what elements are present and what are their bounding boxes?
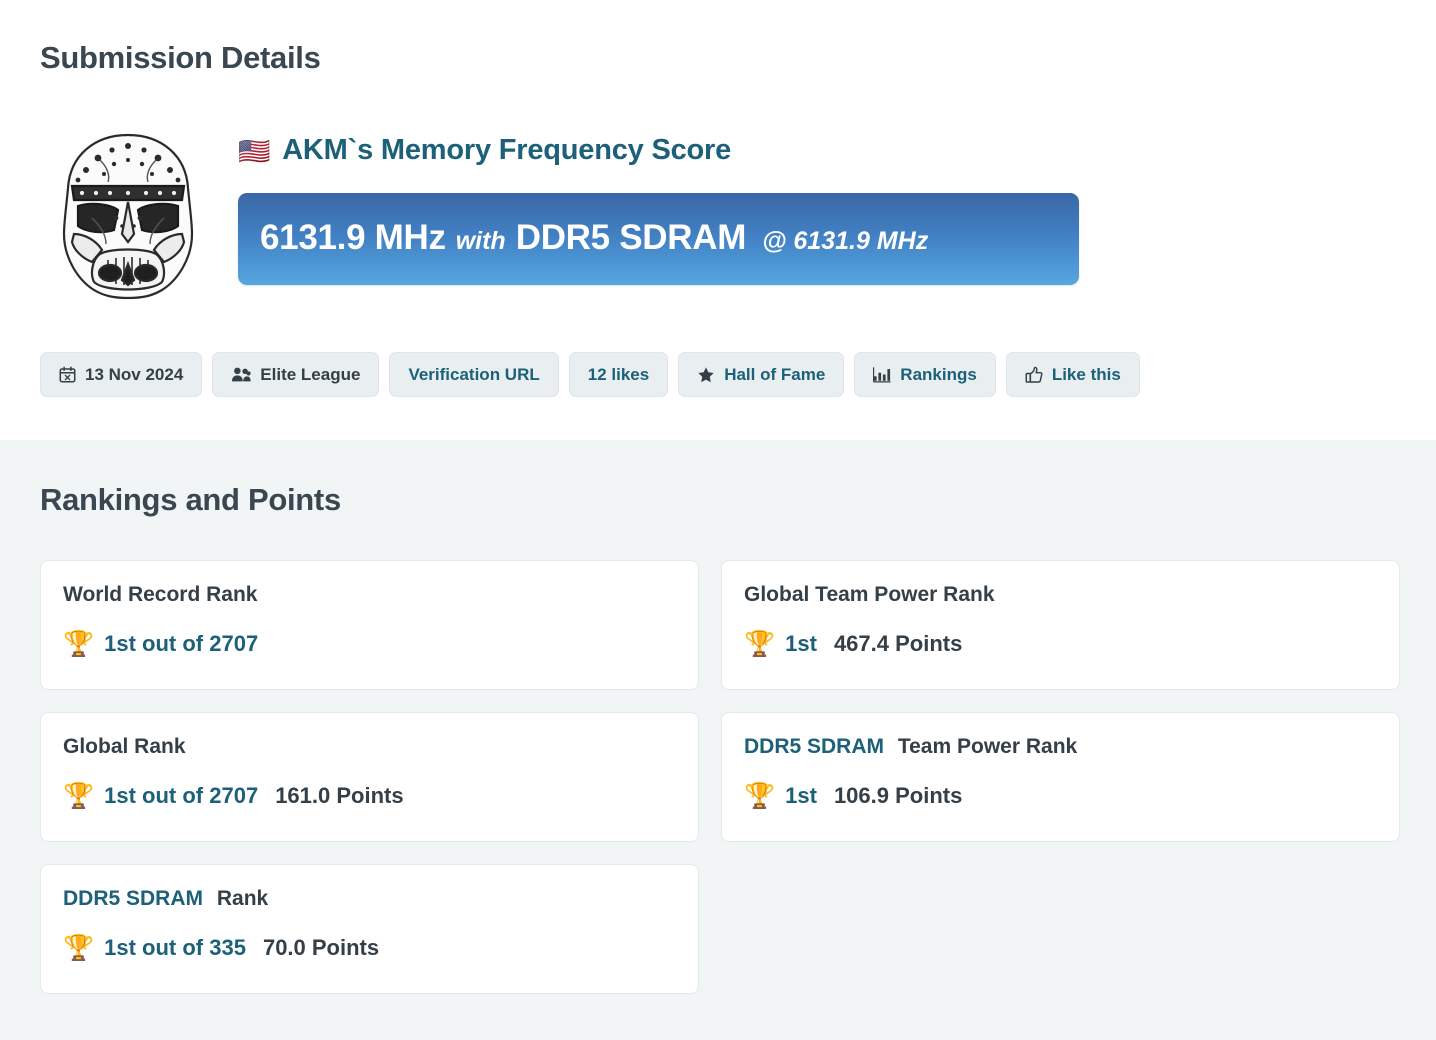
hall-of-fame-button[interactable]: Hall of Fame xyxy=(678,352,845,397)
likes-count-label: 12 likes xyxy=(587,364,650,384)
trophy-icon: 🏆 xyxy=(63,629,95,658)
rankings-and-points-section: Rankings and Points World Record Rank 🏆 … xyxy=(0,440,1436,1040)
rank-card-ddr5-rank: DDR5 SDRAM Rank 🏆 1st out of 335 70.0 Po… xyxy=(40,864,699,994)
score-heading-text[interactable]: AKM`s Memory Frequency Score xyxy=(282,134,732,166)
rank-card-title-text: Global Team Power Rank xyxy=(744,583,995,606)
calendar-times-icon xyxy=(59,366,76,383)
rank-points: 106.9 Points xyxy=(833,783,963,808)
bar-chart-icon xyxy=(873,366,891,383)
trophy-icon: 🏆 xyxy=(63,933,95,962)
rank-place[interactable]: 1st out of 335 xyxy=(104,935,246,960)
rank-card-body: 🏆 1st out of 2707 161.0 Points xyxy=(63,783,676,809)
rank-card-body: 🏆 1st 106.9 Points xyxy=(744,783,1377,809)
league-label: Elite League xyxy=(260,364,361,384)
rankings-button[interactable]: Rankings xyxy=(854,352,996,397)
trophy-icon: 🏆 xyxy=(744,629,776,658)
thumbs-up-icon xyxy=(1025,366,1043,384)
rank-points: 161.0 Points xyxy=(275,783,404,808)
rank-cards-left-column: World Record Rank 🏆 1st out of 2707 Glob… xyxy=(40,560,699,994)
rank-cards-right-column: Global Team Power Rank 🏆 1st 467.4 Point… xyxy=(721,560,1400,842)
trophy-icon: 🏆 xyxy=(63,781,95,810)
rank-card-title-text: Team Power Rank xyxy=(897,735,1078,758)
rank-place[interactable]: 1st xyxy=(785,631,817,656)
hall-of-fame-label: Hall of Fame xyxy=(724,364,826,384)
score-banner-line: 6131.9 MHz with DDR5 SDRAM @ 6131.9 MHz xyxy=(260,218,928,258)
rank-card-world-record: World Record Rank 🏆 1st out of 2707 xyxy=(40,560,699,690)
submission-summary-row: 🇺🇸 AKM`s Memory Frequency Score 6131.9 M… xyxy=(40,124,1396,302)
rank-card-title-text: World Record Rank xyxy=(63,583,258,606)
rank-cards-grid: World Record Rank 🏆 1st out of 2707 Glob… xyxy=(40,560,1400,994)
submission-date-button[interactable]: 13 Nov 2024 xyxy=(40,352,203,397)
rank-place[interactable]: 1st out of 2707 xyxy=(104,783,259,808)
rank-card-category-link[interactable]: DDR5 SDRAM xyxy=(744,735,885,758)
rankings-label: Rankings xyxy=(900,364,977,384)
like-this-button[interactable]: Like this xyxy=(1005,352,1140,397)
rank-card-title-text: Rank xyxy=(216,887,269,910)
submission-meta-row: 13 Nov 2024 Elite League Verification UR… xyxy=(40,352,1396,397)
score-value: 6131.9 MHz xyxy=(260,218,446,257)
rank-card-global-rank: Global Rank 🏆 1st out of 2707 161.0 Poin… xyxy=(40,712,699,842)
rank-card-title: Global Team Power Rank xyxy=(744,583,1377,607)
rank-card-title: DDR5 SDRAM Team Power Rank xyxy=(744,735,1377,759)
rank-points: 467.4 Points xyxy=(833,631,963,656)
rank-card-title: Global Rank xyxy=(63,735,676,759)
rankings-section-title: Rankings and Points xyxy=(40,482,341,517)
stormtrooper-skull-icon xyxy=(62,133,194,300)
rank-card-body: 🏆 1st out of 335 70.0 Points xyxy=(63,935,676,961)
score-block: 🇺🇸 AKM`s Memory Frequency Score 6131.9 M… xyxy=(238,124,1396,285)
trophy-icon: 🏆 xyxy=(744,781,776,810)
users-icon xyxy=(231,366,251,383)
likes-count-button[interactable]: 12 likes xyxy=(568,352,669,397)
score-heading: 🇺🇸 AKM`s Memory Frequency Score xyxy=(238,134,1396,167)
score-hardware: DDR5 SDRAM xyxy=(515,218,747,257)
star-icon xyxy=(697,366,715,384)
verification-url-button[interactable]: Verification URL xyxy=(389,352,559,397)
like-this-label: Like this xyxy=(1051,364,1121,384)
rank-card-body: 🏆 1st out of 2707 xyxy=(63,631,676,657)
rank-card-category-link[interactable]: DDR5 SDRAM xyxy=(63,887,204,910)
rank-card-ddr5-team-power: DDR5 SDRAM Team Power Rank 🏆 1st 106.9 P… xyxy=(721,712,1400,842)
score-banner: 6131.9 MHz with DDR5 SDRAM @ 6131.9 MHz xyxy=(238,193,1079,285)
rank-place[interactable]: 1st out of 2707 xyxy=(104,631,259,656)
verification-url-label: Verification URL xyxy=(408,364,540,384)
page-title: Submission Details xyxy=(40,40,321,75)
rank-card-global-team-power: Global Team Power Rank 🏆 1st 467.4 Point… xyxy=(721,560,1400,690)
score-frequency: @ 6131.9 MHz xyxy=(762,227,929,255)
us-flag-icon: 🇺🇸 xyxy=(238,135,271,166)
rank-place[interactable]: 1st xyxy=(785,783,817,808)
avatar xyxy=(40,124,216,302)
league-button[interactable]: Elite League xyxy=(212,352,380,397)
submission-date-label: 13 Nov 2024 xyxy=(85,364,184,384)
submission-details-section: Submission Details xyxy=(0,0,1436,440)
score-with-label: with xyxy=(455,227,506,255)
rank-card-title: World Record Rank xyxy=(63,583,676,607)
rank-points: 70.0 Points xyxy=(262,935,380,960)
rank-card-body: 🏆 1st 467.4 Points xyxy=(744,631,1377,657)
rank-card-title: DDR5 SDRAM Rank xyxy=(63,887,676,911)
rank-card-title-text: Global Rank xyxy=(63,735,186,758)
